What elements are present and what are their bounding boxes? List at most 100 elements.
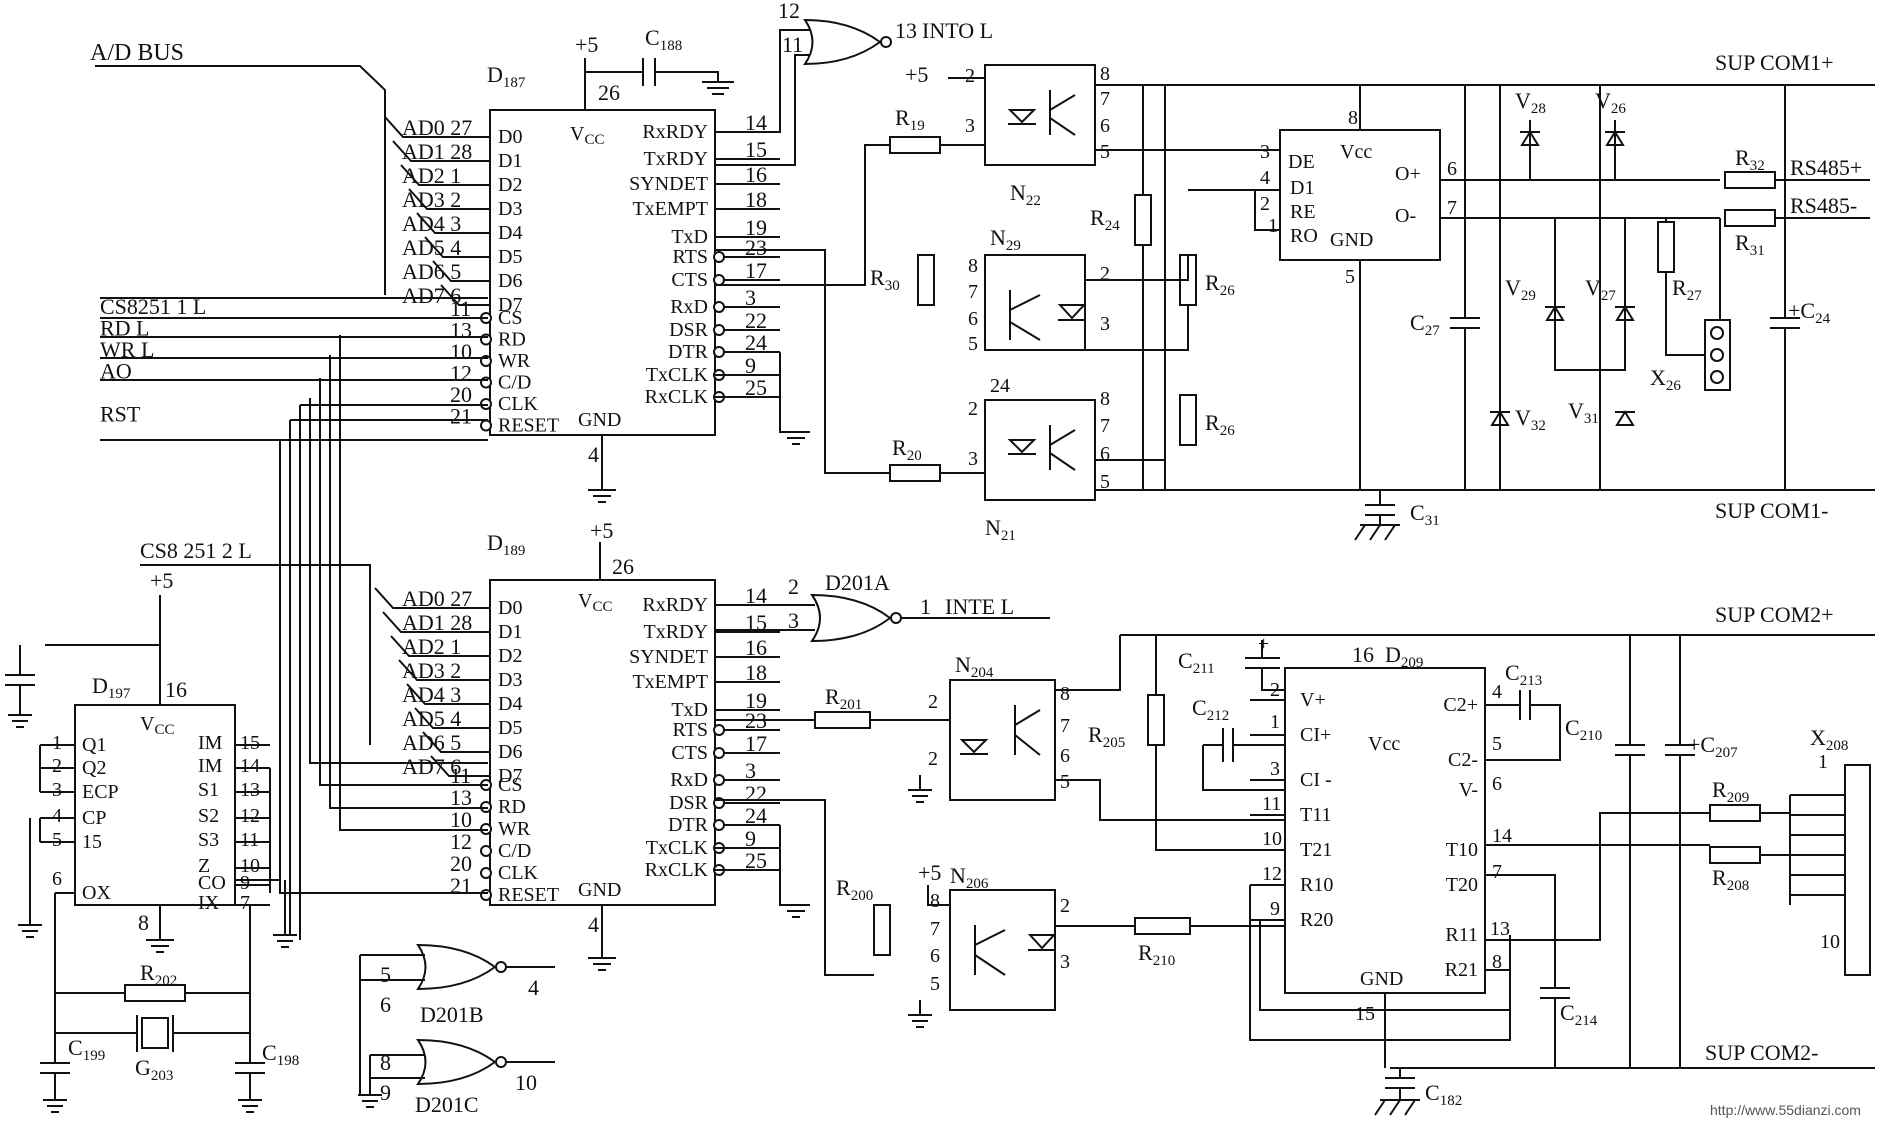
n22-label: N22 — [1010, 180, 1041, 209]
svg-text:Vcc: Vcc — [1368, 733, 1400, 755]
pin-name: T11 — [1300, 804, 1331, 826]
capacitor-c213 — [1485, 690, 1561, 761]
phototransistor-icon — [1009, 290, 1041, 341]
svg-text:C211: C211 — [1178, 648, 1215, 677]
svg-text:5: 5 — [1100, 141, 1110, 163]
svg-text:D201A: D201A — [825, 570, 890, 595]
n206-label: N206 — [950, 863, 989, 892]
svg-text:R27: R27 — [1672, 275, 1702, 304]
chip-rs485 — [1279, 129, 1441, 261]
pin-name: D2 — [498, 174, 522, 196]
pin-number: 6 — [52, 868, 62, 890]
svg-text:8: 8 — [1060, 683, 1070, 705]
pin-name: D5 — [498, 717, 522, 739]
rs485-minus: RS485- — [1790, 193, 1857, 218]
svg-text:8: 8 — [930, 890, 940, 912]
phototransistor-icon — [974, 925, 1006, 976]
pin-bubble — [480, 867, 492, 879]
svg-text:R26: R26 — [1205, 410, 1235, 439]
svg-text:C31: C31 — [1410, 500, 1440, 529]
resistor-r32 — [1724, 171, 1776, 189]
pin-name: RD — [498, 796, 526, 818]
pin-bubble — [480, 845, 492, 857]
pin-name: RTS — [673, 246, 708, 268]
pin-number: 11 — [450, 296, 471, 321]
pin-number: 15 — [745, 137, 767, 162]
svg-text:26: 26 — [612, 554, 634, 579]
pin-name: RxRDY — [642, 121, 708, 143]
ground-icon — [908, 775, 932, 803]
pin-bubble — [480, 419, 492, 432]
svg-text:INTO L: INTO L — [922, 18, 993, 43]
resistor-r26b — [1179, 394, 1197, 446]
svg-text:6: 6 — [380, 992, 391, 1017]
pin-number: 19 — [745, 215, 767, 240]
svg-text:7: 7 — [1060, 715, 1070, 737]
svg-text:6: 6 — [1100, 443, 1110, 465]
pin-name: SYNDET — [629, 646, 708, 668]
d187-vcc-pin: 26 — [598, 80, 620, 105]
pin-number: 12 — [240, 805, 260, 827]
bus-wire — [432, 260, 490, 282]
pin-name: CLK — [498, 393, 539, 415]
pin-number: 16 — [745, 635, 767, 660]
svg-text:R24: R24 — [1090, 205, 1120, 234]
bus-wire — [382, 611, 490, 633]
d187-plus5: +5 — [575, 32, 598, 57]
pin-name: CLK — [498, 862, 539, 884]
svg-text:6: 6 — [930, 945, 940, 967]
svg-text:3: 3 — [1060, 951, 1070, 973]
svg-text:R19: R19 — [895, 105, 925, 134]
pin-name: Z — [198, 855, 210, 877]
pin-name: D5 — [498, 246, 522, 268]
pin-name: D7 — [498, 294, 522, 316]
svg-text:8: 8 — [1100, 388, 1110, 410]
pin-name: TxD — [671, 226, 708, 248]
pin-name: T10 — [1446, 839, 1478, 861]
pin-name: D6 — [498, 741, 522, 763]
svg-text:5: 5 — [1345, 266, 1355, 288]
bus-label: AD5 4 — [402, 706, 461, 731]
phototransistor-icon — [1049, 90, 1076, 136]
bus-label: AD0 27 — [402, 115, 472, 140]
crystal-g203 — [141, 1017, 169, 1049]
pin-name: D1 — [498, 621, 522, 643]
svg-text:1: 1 — [1270, 711, 1280, 733]
svg-text:9: 9 — [380, 1080, 391, 1105]
resistor-r201 — [814, 711, 871, 729]
pin-name: TxRDY — [644, 621, 708, 643]
pin-number: 9 — [240, 872, 250, 894]
pin-name: V+ — [1300, 689, 1326, 711]
resistor-r200 — [873, 904, 891, 956]
n29-label: N29 — [990, 225, 1021, 254]
svg-text:C210: C210 — [1565, 715, 1602, 744]
diode-v27 — [1615, 305, 1635, 321]
svg-text:8: 8 — [1100, 63, 1110, 85]
svg-text:2: 2 — [968, 398, 978, 420]
led-icon — [1057, 304, 1087, 321]
pin-number: 3 — [52, 779, 62, 801]
pin-name: CI+ — [1300, 724, 1331, 746]
svg-text:3: 3 — [1260, 141, 1270, 163]
pin-name: S2 — [198, 805, 219, 827]
svg-text:V32: V32 — [1515, 405, 1546, 434]
svg-text:+: + — [1258, 633, 1269, 655]
svg-text:5: 5 — [930, 973, 940, 995]
diode-v29 — [1545, 305, 1565, 321]
led-icon — [1027, 934, 1057, 951]
svg-text:6: 6 — [1100, 115, 1110, 137]
diode-v26 — [1605, 130, 1625, 146]
pin-number: 2 — [52, 755, 62, 777]
svg-text:13: 13 — [895, 18, 917, 43]
pin-name: D3 — [498, 669, 522, 691]
bus-wire — [374, 587, 490, 609]
resistor-r205 — [1147, 694, 1165, 746]
n204-label: N204 — [955, 652, 994, 681]
cs8251-2-label: CS8 251 2 L — [140, 538, 252, 563]
sup-com2-minus: SUP COM2- — [1705, 1040, 1819, 1065]
svg-text:7: 7 — [968, 281, 978, 303]
phototransistor-icon — [1049, 425, 1076, 471]
led-icon — [959, 739, 989, 755]
